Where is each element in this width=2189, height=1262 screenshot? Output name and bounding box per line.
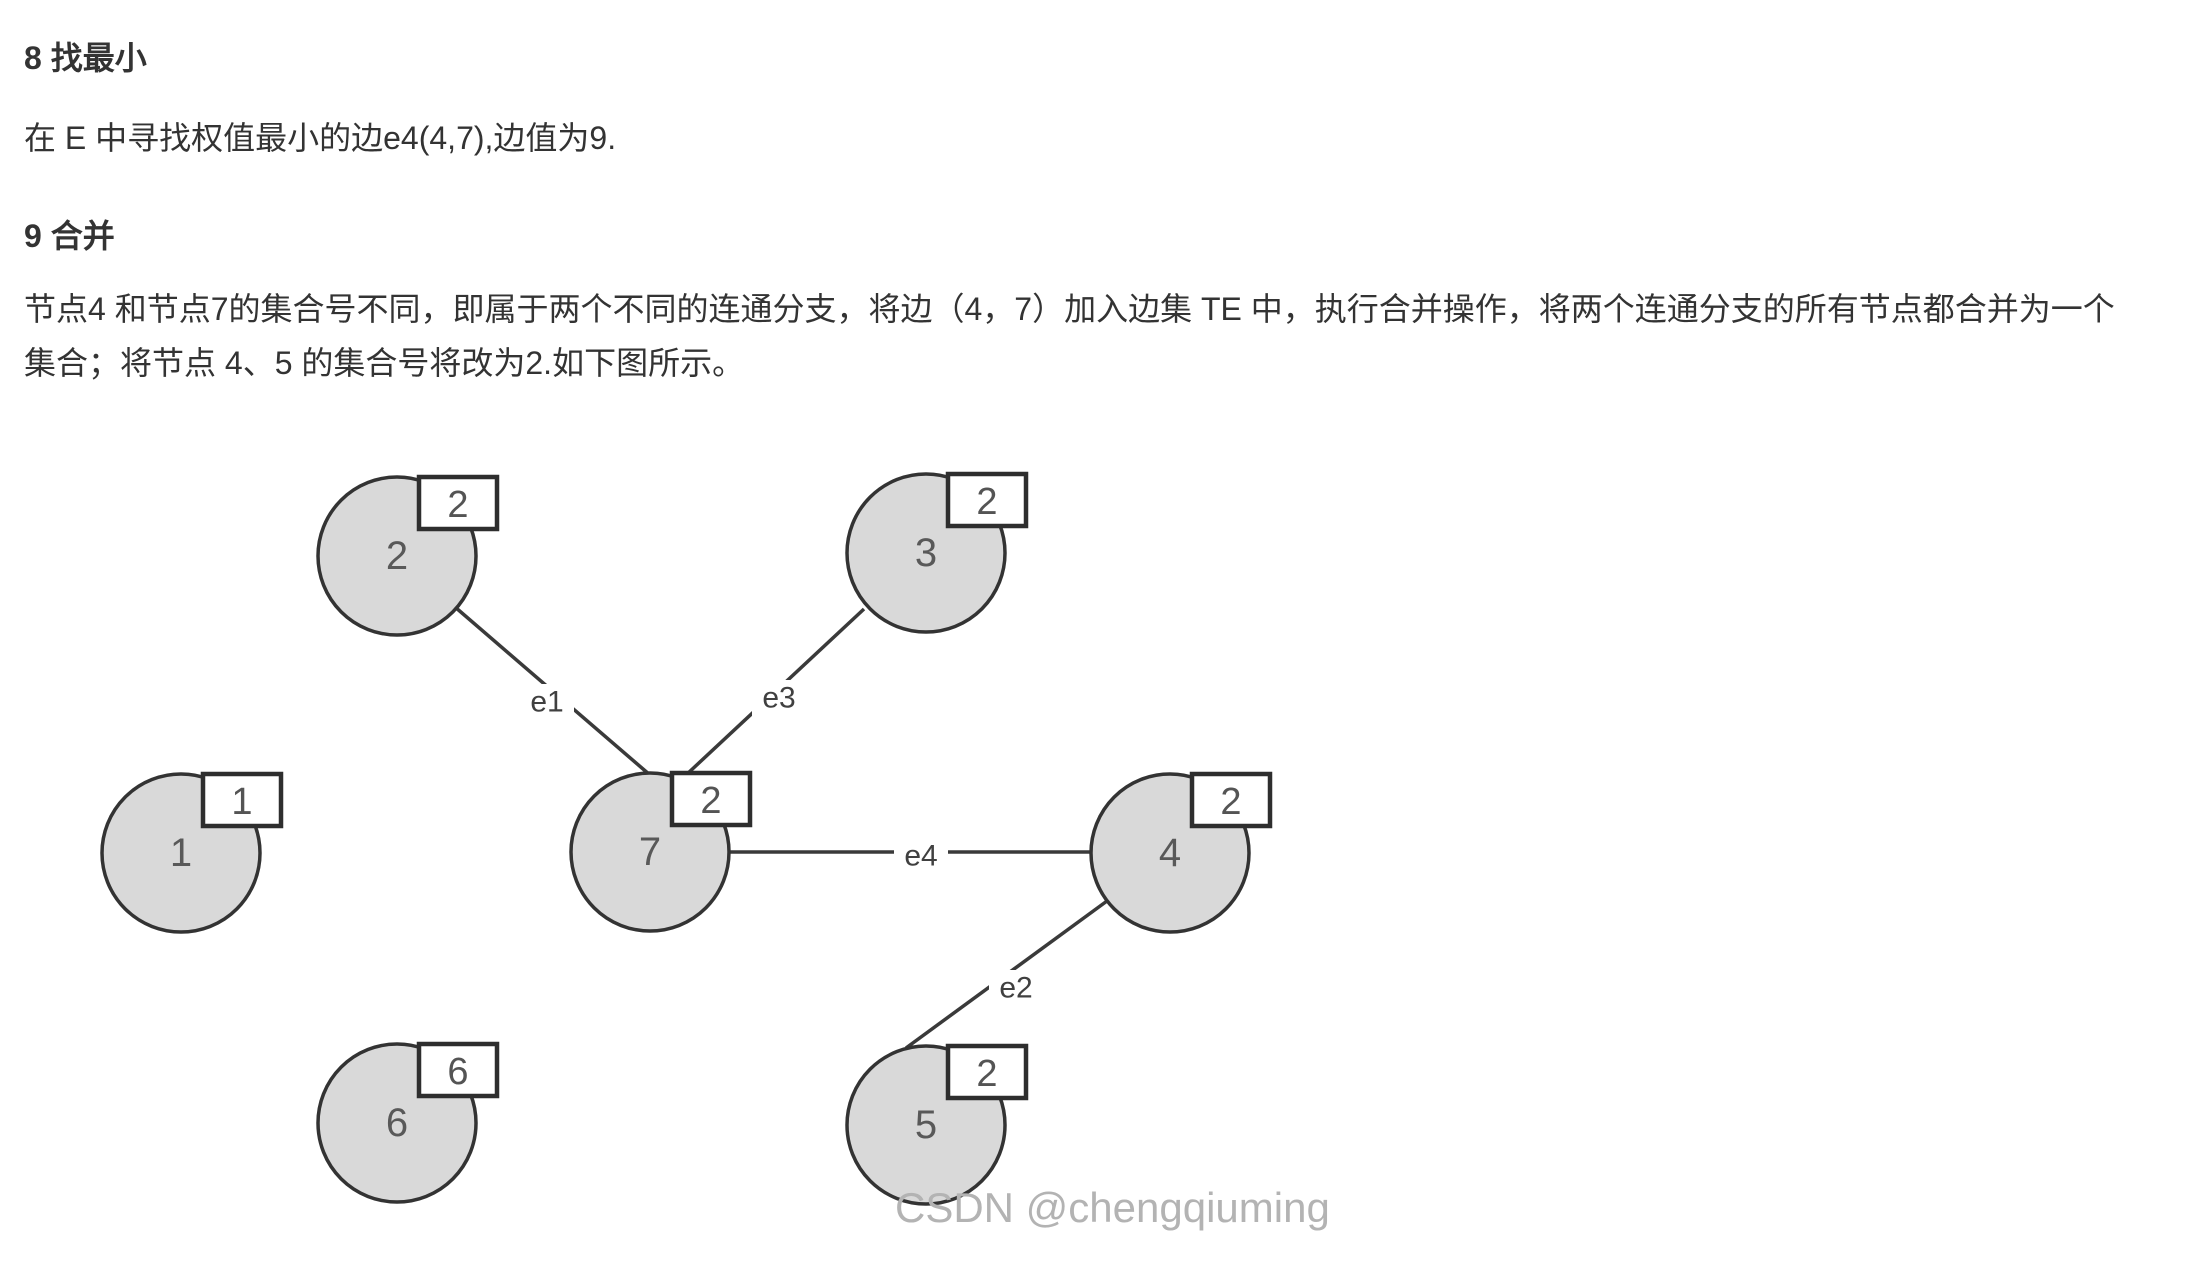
set-box-7 xyxy=(669,770,753,828)
set-label-3: 2 xyxy=(976,481,997,523)
node-label-6: 6 xyxy=(386,1101,408,1145)
set-box-1 xyxy=(200,771,284,829)
edge-label-e1: e1 xyxy=(530,686,563,719)
set-label-1: 1 xyxy=(231,781,252,823)
csdn-watermark: CSDN @chengqiuming xyxy=(895,1184,1330,1231)
set-label-5: 2 xyxy=(976,1053,997,1095)
edge-label-e3: e3 xyxy=(762,682,795,715)
node-label-7: 7 xyxy=(639,830,661,874)
node-label-2: 2 xyxy=(386,534,408,578)
set-box-3 xyxy=(945,471,1029,529)
section-9-heading: 9 合并 xyxy=(24,218,115,254)
edge-label-bg-e2 xyxy=(989,970,1043,1006)
section-8-paragraph: 在 E 中寻找权值最小的边e4(4,7),边值为9. xyxy=(24,120,617,156)
set-box-2 xyxy=(416,474,500,532)
edge-label-e2: e2 xyxy=(999,972,1032,1005)
node-label-3: 3 xyxy=(915,531,937,575)
node-label-1: 1 xyxy=(170,831,192,875)
section-9-paragraph: 节点4 和节点7的集合号不同，即属于两个不同的连通分支，将边（4，7）加入边集 … xyxy=(24,291,2115,381)
edge-label-e4: e4 xyxy=(904,840,937,873)
edge-label-bg-e1 xyxy=(520,684,574,720)
node-label-5: 5 xyxy=(915,1103,937,1147)
section-8-heading: 8 找最小 xyxy=(24,40,147,76)
node-label-4: 4 xyxy=(1159,831,1181,875)
set-label-2: 2 xyxy=(447,484,468,526)
set-box-6 xyxy=(416,1041,500,1099)
set-box-5 xyxy=(945,1043,1029,1101)
edge-label-bg-e3 xyxy=(752,680,806,716)
set-box-4 xyxy=(1189,771,1273,829)
set-label-6: 6 xyxy=(447,1051,468,1093)
set-label-4: 2 xyxy=(1220,781,1241,823)
article-content: 8 找最小 在 E 中寻找权值最小的边e4(4,7),边值为9. 9 合并 节点… xyxy=(24,0,2129,390)
set-label-7: 2 xyxy=(700,780,721,822)
edge-label-bg-e4 xyxy=(894,838,948,874)
